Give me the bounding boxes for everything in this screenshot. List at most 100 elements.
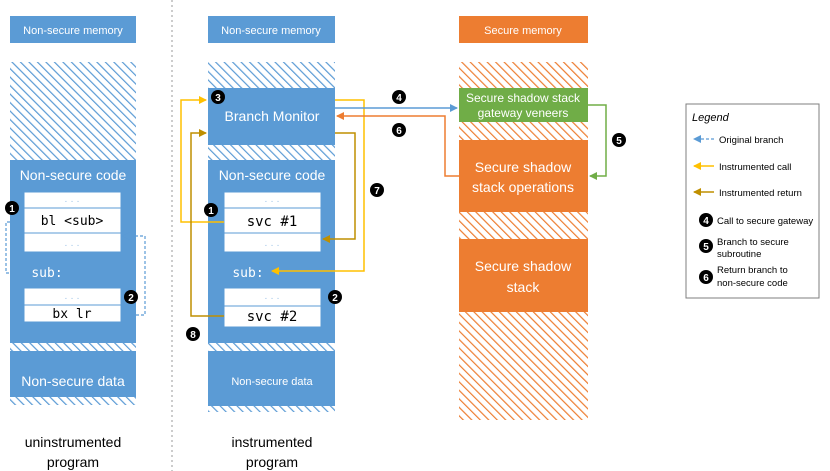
right-hatch-gap1 <box>459 122 588 140</box>
left-ellipsis-3: · · · <box>64 293 80 304</box>
left-caption-line1: uninstrumented <box>25 434 122 450</box>
middle-caption-line1: instrumented <box>232 434 313 450</box>
middle-svc2-box <box>223 287 322 328</box>
middle-sub-label: sub: <box>232 266 263 281</box>
gateway-line2: gateway veneers <box>478 106 569 120</box>
middle-header: Non-secure memory <box>221 25 321 37</box>
legend-marker-6-label: 6 <box>703 273 709 284</box>
middle-marker-1 <box>204 203 218 217</box>
gateway-line1: Secure shadow stack <box>466 91 581 105</box>
left-hatch-bottom <box>10 397 136 405</box>
middle-code-label: Non-secure code <box>219 167 326 183</box>
legend-instrumented-call: Instrumented call <box>719 162 791 173</box>
left-sub-label: sub: <box>31 266 62 281</box>
left-marker-2-label: 2 <box>128 293 134 304</box>
legend: Legend Original branch Instrumented call… <box>685 103 820 299</box>
left-call-branch-arrow <box>5 221 25 277</box>
legend-branch-secure-1: Branch to secure <box>717 237 789 248</box>
right-hatch-top <box>459 62 588 88</box>
svc2-to-monitor-arrow <box>190 129 224 317</box>
marker-6 <box>392 123 406 137</box>
marker-7 <box>370 183 384 197</box>
middle-column: Non-secure memory Branch Monitor Non-sec… <box>208 16 335 470</box>
ops-line1: Secure shadow <box>475 159 572 175</box>
legend-branch-secure-2: subroutine <box>717 249 761 260</box>
shadow-stack-box <box>459 239 588 312</box>
marker-3-label: 3 <box>215 93 221 104</box>
left-marker-1 <box>5 201 19 215</box>
branch-monitor-label: Branch Monitor <box>225 108 320 124</box>
legend-marker-4-label: 4 <box>703 216 709 227</box>
secure-return-arrow <box>336 112 459 177</box>
middle-svc1: svc #1 <box>247 214 298 230</box>
marker-5-label: 5 <box>616 136 622 147</box>
middle-ellipsis-2: · · · <box>264 240 280 251</box>
gateway-veneers-box <box>459 88 588 122</box>
middle-data-label: Non-secure data <box>231 376 313 388</box>
marker-6-label: 6 <box>396 126 402 137</box>
left-hatch-top <box>10 62 136 160</box>
marker-4 <box>392 90 406 104</box>
legend-marker-5-label: 5 <box>703 242 709 253</box>
middle-ellipsis-1: · · · <box>264 196 280 207</box>
left-return-instruction: bx lr <box>52 307 91 322</box>
branch-monitor-box <box>208 88 335 145</box>
marker-4-label: 4 <box>396 93 402 104</box>
middle-ellipsis-3: · · · <box>264 293 280 304</box>
step-markers: 3 1 2 4 6 5 7 8 <box>186 90 626 341</box>
left-column: Non-secure memory Non-secure code · · · … <box>5 16 146 470</box>
marker-8-label: 8 <box>190 330 196 341</box>
legend-call-gateway: Call to secure gateway <box>717 216 813 227</box>
legend-marker-6 <box>699 270 713 284</box>
middle-hatch-mid <box>208 343 335 351</box>
marker-8 <box>186 327 200 341</box>
legend-return-branch-1: Return branch to <box>717 265 788 276</box>
left-marker-1-label: 1 <box>9 204 15 215</box>
left-code-label: Non-secure code <box>20 167 127 183</box>
right-header: Secure memory <box>484 25 562 37</box>
gateway-to-ops-arrow <box>588 104 607 180</box>
left-data-label: Non-secure data <box>21 373 125 389</box>
left-return-branch-arrow <box>121 232 146 316</box>
middle-marker-1-label: 1 <box>208 206 214 217</box>
stack-line1: Secure shadow <box>475 258 572 274</box>
left-caption-line2: program <box>47 454 99 470</box>
right-column: Secure memory Secure shadow stack gatewa… <box>459 16 588 420</box>
svc1-to-monitor-arrow <box>180 96 224 223</box>
legend-box <box>685 103 820 299</box>
left-ellipsis-1: · · · <box>64 196 80 207</box>
middle-header-box <box>208 16 335 43</box>
shadow-stack-ops-box <box>459 140 588 212</box>
marker-3 <box>211 90 225 104</box>
legend-marker-5 <box>699 239 713 253</box>
left-hatch-mid <box>10 343 136 351</box>
left-ellipsis-2: · · · <box>64 240 80 251</box>
middle-data-region <box>208 351 335 406</box>
left-marker-2 <box>124 290 138 304</box>
right-hatch-gap2 <box>459 212 588 239</box>
right-hatch-bottom <box>459 312 588 420</box>
left-header: Non-secure memory <box>23 25 123 37</box>
left-call-instruction: bl <sub> <box>41 214 104 229</box>
right-header-box <box>459 16 588 43</box>
middle-svc1-box <box>223 191 322 253</box>
legend-original-branch: Original branch <box>719 135 783 146</box>
instrumented-arrows <box>180 96 607 317</box>
legend-instrumented-return: Instrumented return <box>719 188 802 199</box>
legend-title: Legend <box>692 112 730 124</box>
middle-hatch-bottom <box>208 406 335 412</box>
left-data-region <box>10 351 136 397</box>
left-call-box <box>23 191 122 253</box>
left-header-box <box>10 16 136 43</box>
middle-hatch-top <box>208 62 335 88</box>
legend-marker-4 <box>699 213 713 227</box>
middle-marker-2 <box>328 290 342 304</box>
ops-line2: stack operations <box>472 179 574 195</box>
middle-hatch-gap <box>208 145 335 160</box>
stack-line2: stack <box>507 279 541 295</box>
monitor-to-sub-arrow <box>271 99 365 275</box>
middle-marker-2-label: 2 <box>332 293 338 304</box>
monitor-to-return-site-arrow <box>322 132 356 243</box>
marker-5 <box>612 133 626 147</box>
